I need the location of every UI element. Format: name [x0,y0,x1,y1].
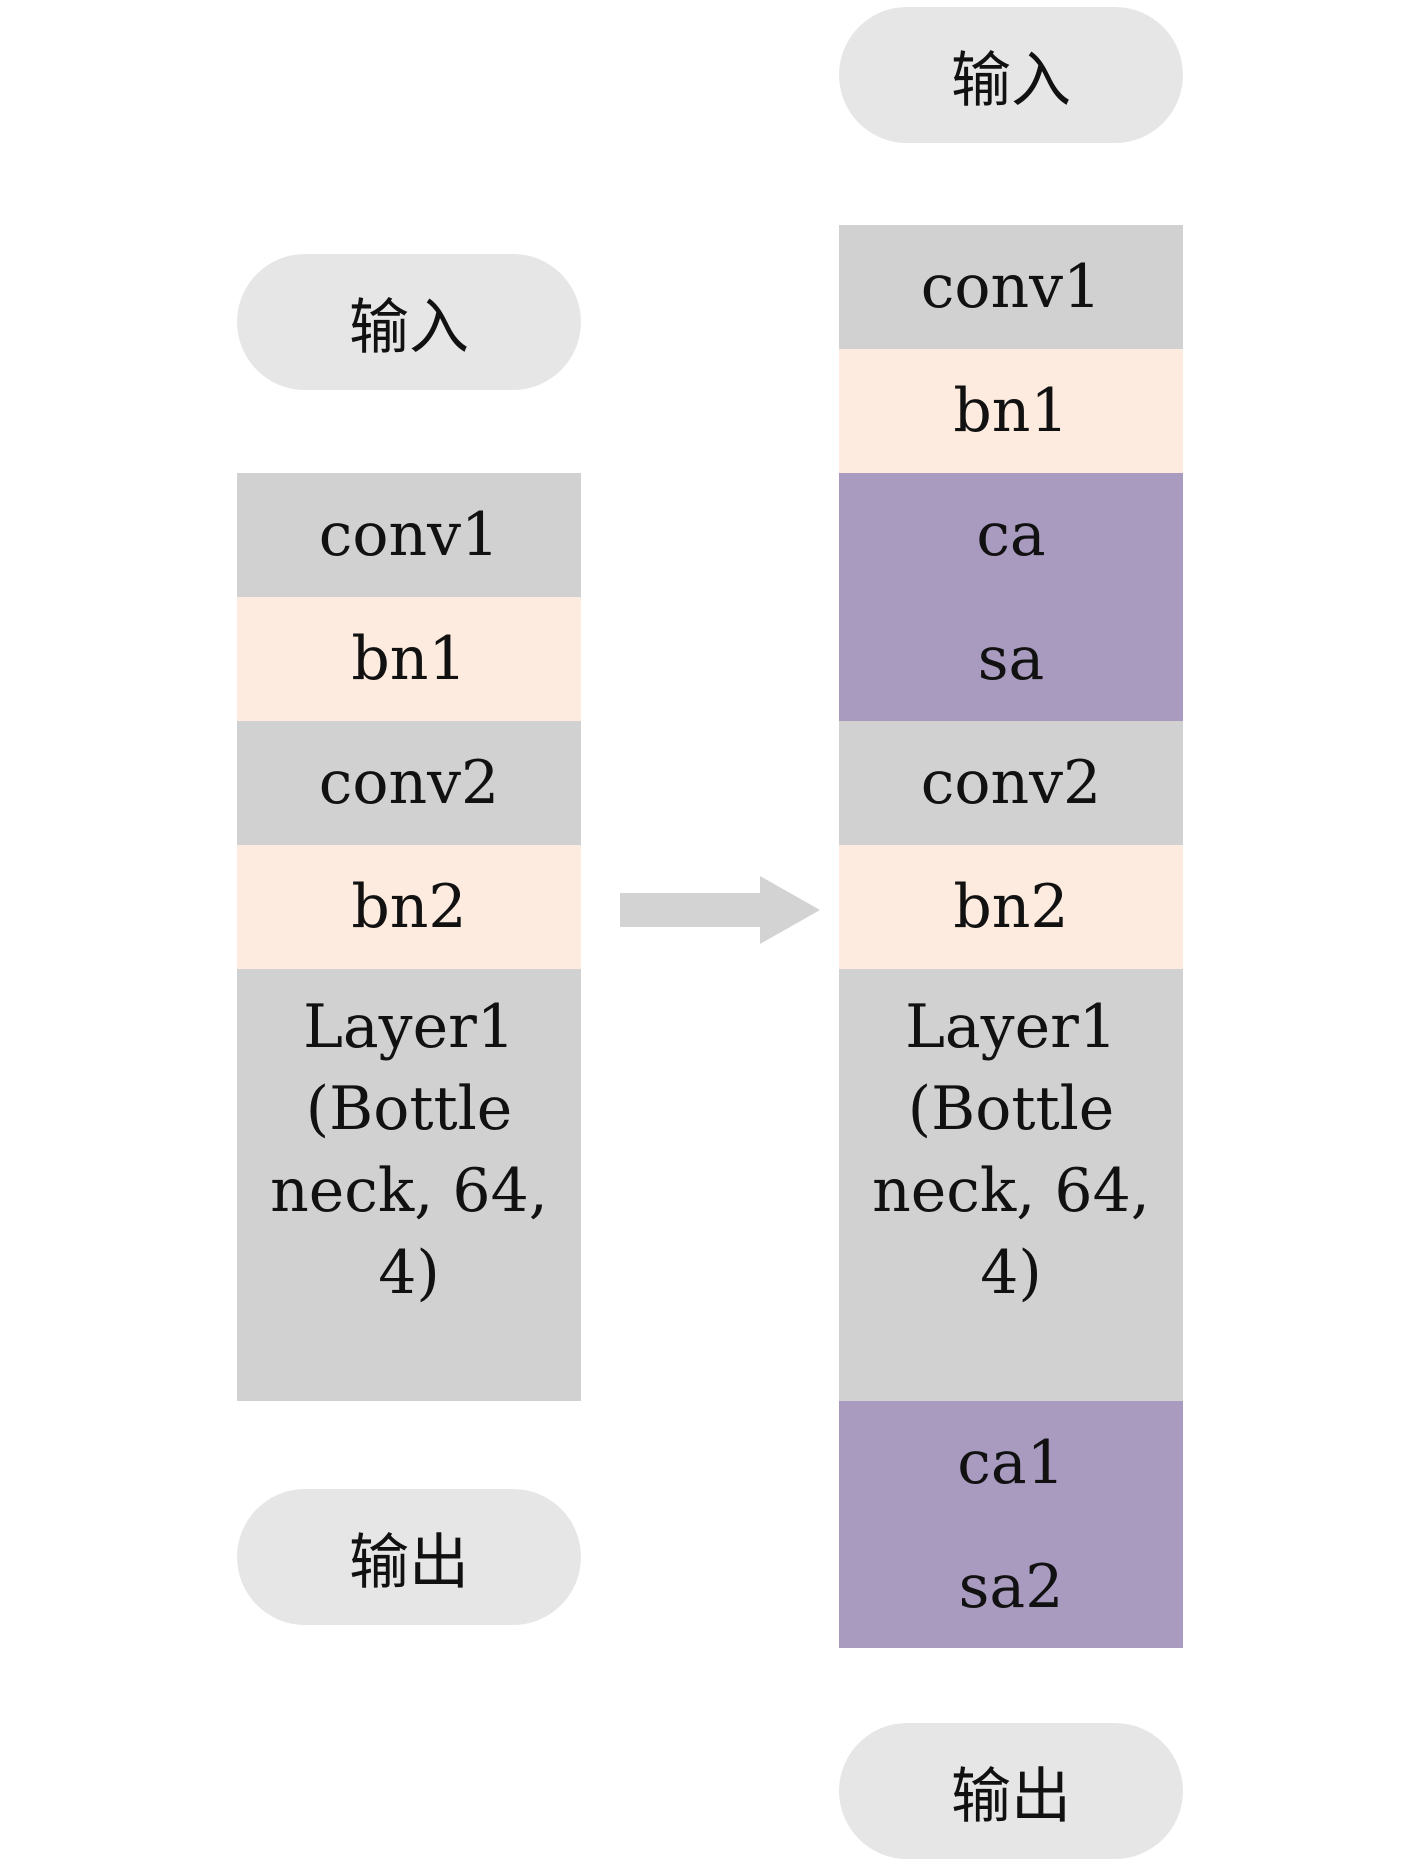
right-input-node: 输入 [839,7,1183,143]
left-conv1-block: conv1 [237,473,581,597]
left-bn1-block: bn1 [237,597,581,721]
right-conv1-block: conv1 [839,225,1183,349]
left-input-node: 输入 [237,254,581,390]
right-bn1-block: bn1 [839,349,1183,473]
right-layer1-block: Layer1 (Bottle neck, 64, 4) [839,969,1183,1401]
right-sa2-block: sa2 [839,1525,1183,1648]
left-output-node: 输出 [237,1489,581,1625]
left-layer1-block: Layer1 (Bottle neck, 64, 4) [237,969,581,1401]
right-ca-block: ca [839,473,1183,597]
transform-arrow-icon [620,876,820,944]
right-conv2-block: conv2 [839,721,1183,845]
right-ca1-block: ca1 [839,1401,1183,1525]
right-sa-block: sa [839,597,1183,721]
right-output-node: 输出 [839,1723,1183,1859]
left-conv2-block: conv2 [237,721,581,845]
right-bn2-block: bn2 [839,845,1183,969]
left-bn2-block: bn2 [237,845,581,969]
